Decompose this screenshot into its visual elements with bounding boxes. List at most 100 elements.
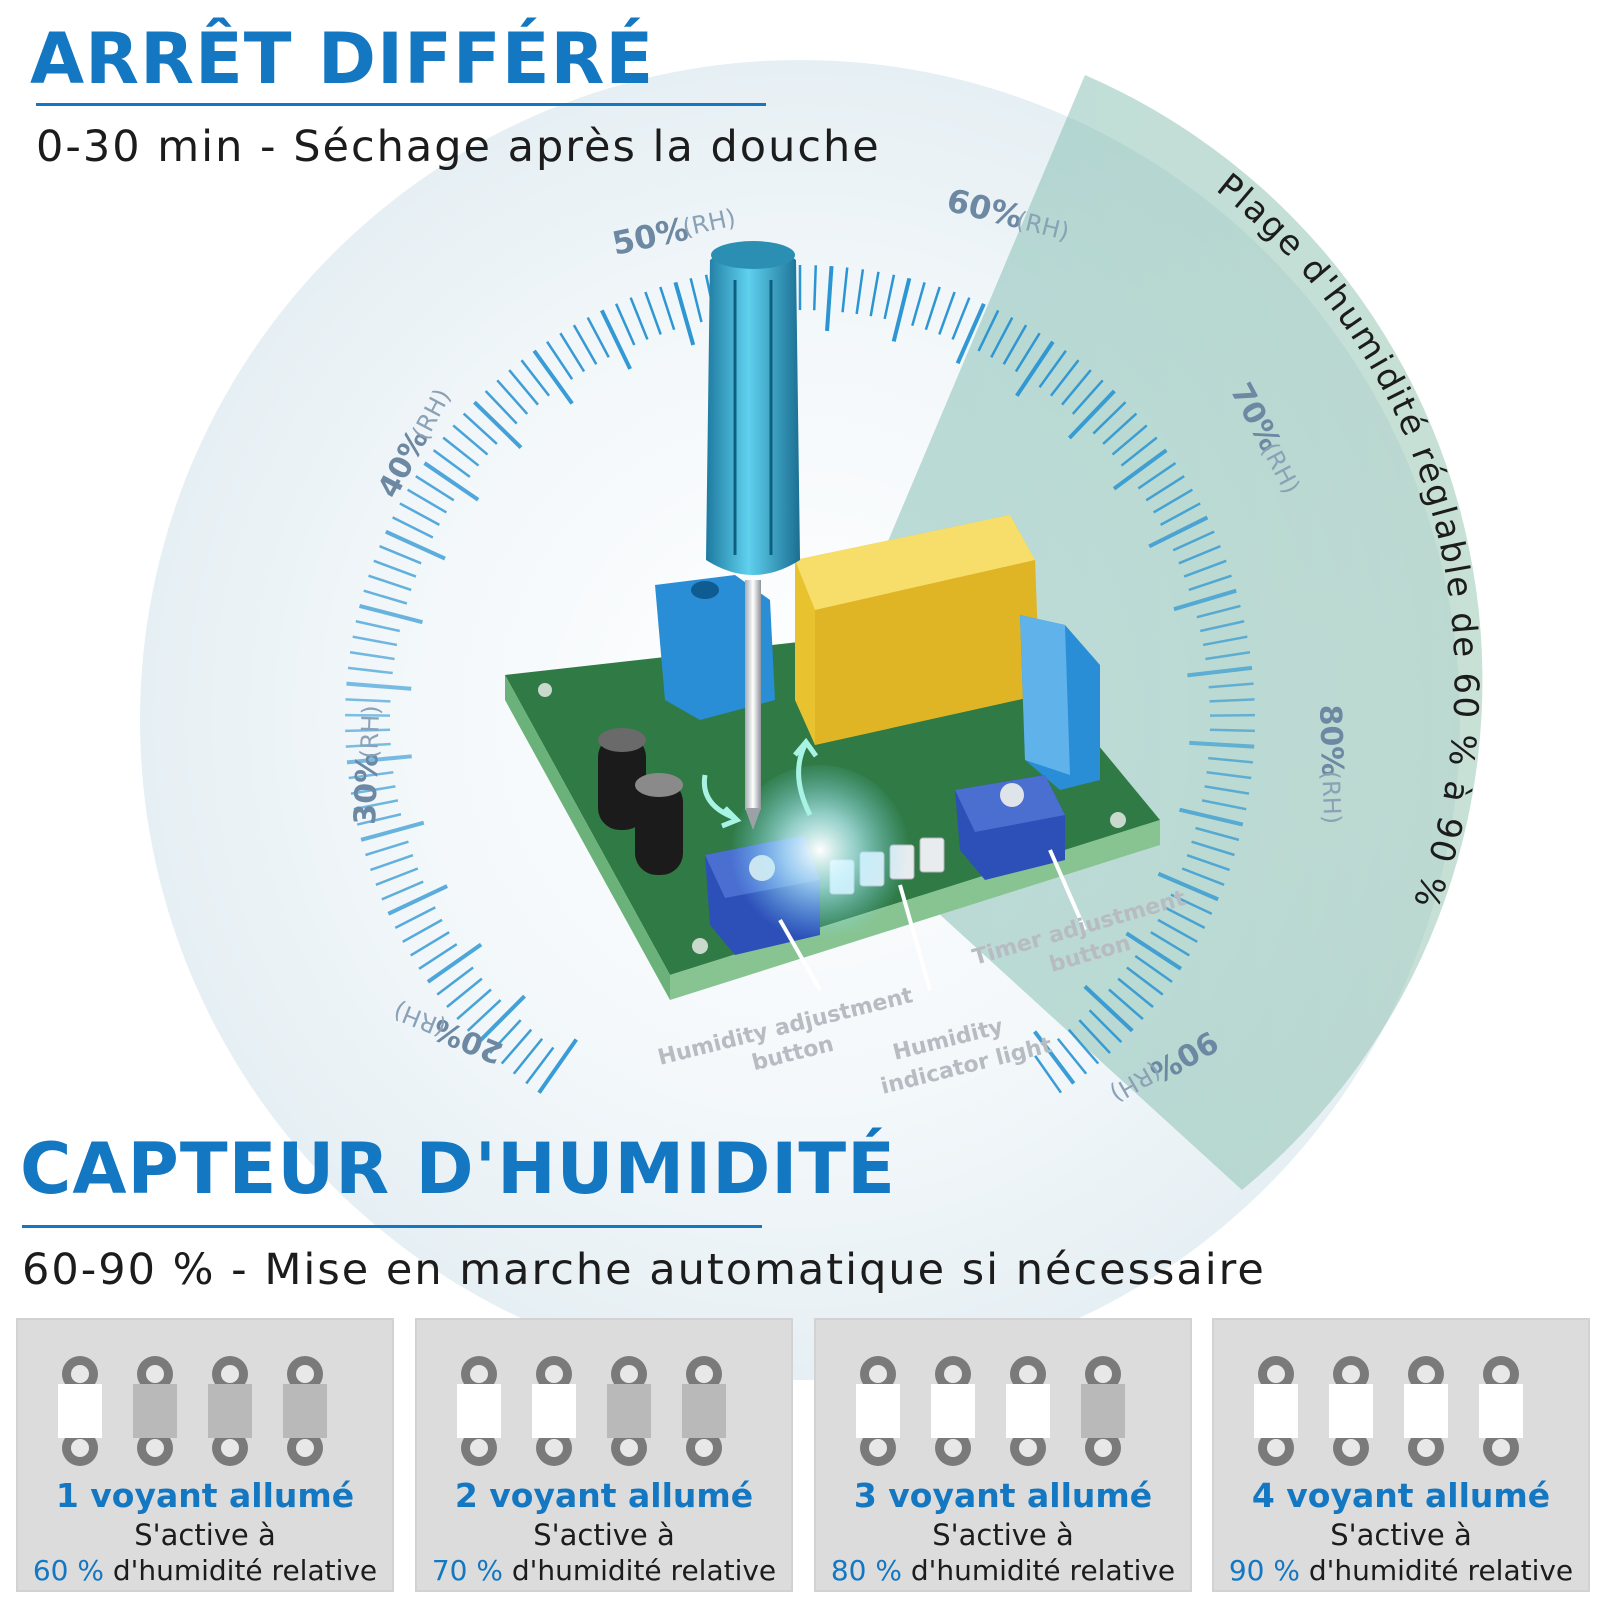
led-indicator-icon (208, 1356, 252, 1466)
range-band (880, 75, 1483, 1190)
scale-label-30: 30% (348, 752, 385, 825)
dial-tick (1092, 401, 1127, 435)
dial-tick (402, 918, 443, 943)
dial-tick (346, 681, 412, 691)
scale-unit-80: (RH) (1316, 770, 1346, 824)
dial-tick (689, 278, 703, 323)
dial-tick (489, 1019, 522, 1054)
dial-tick (990, 316, 1014, 358)
dial-tick (1145, 475, 1185, 502)
indicator-card-2: 2 voyant allumé S'active à 70 % d'humidi… (415, 1318, 793, 1592)
dial-tick (825, 265, 834, 332)
dial-tick (368, 574, 412, 592)
card-activation-text: S'active à (533, 1518, 675, 1552)
dial-tick (353, 799, 399, 811)
dial-tick (520, 359, 551, 397)
dial-tick (473, 400, 523, 449)
led-indicator-icon (457, 1356, 501, 1466)
dial-tick (1199, 620, 1245, 633)
dial-tick (1209, 698, 1255, 703)
dial-tick (1033, 1030, 1076, 1085)
dial-tick (512, 1037, 544, 1075)
dial-tick (1056, 1037, 1088, 1075)
dial-tick (379, 544, 422, 565)
dial-tick (938, 291, 956, 335)
card-activation-text: S'active à (134, 1518, 276, 1552)
dial-tick (955, 302, 986, 365)
dial-tick (1159, 502, 1201, 526)
scale-label-80: 80% (1312, 704, 1349, 777)
delay-off-title: ARRÊT DIFFÉRÉ (30, 18, 655, 100)
dial-tick (418, 943, 458, 970)
card-activation-text: S'active à (932, 1518, 1074, 1552)
dial-tick (1137, 462, 1177, 490)
dial-tick (1196, 604, 1241, 619)
dial-tick (456, 988, 492, 1021)
dial-tick (1209, 728, 1255, 733)
indicator-card-1: 1 voyant allumé S'active à 60 % d'humidi… (16, 1318, 394, 1592)
dial-tick (384, 529, 446, 561)
section-divider (22, 1225, 762, 1228)
dial-tick (977, 309, 1000, 352)
led-indicator-icon (1081, 1356, 1125, 1466)
dial-tick (356, 813, 402, 826)
dial-ticks (345, 265, 1255, 1094)
dial-tick (1170, 893, 1213, 915)
potentiometer-timer-icon (955, 775, 1065, 880)
dial-tick (673, 281, 696, 346)
dial-tick (394, 906, 436, 930)
dial-tick (360, 820, 425, 842)
led-indicator-icon (532, 1356, 576, 1466)
dial-tick (415, 475, 455, 502)
dial-tick (1173, 588, 1237, 612)
dial-tick (812, 265, 818, 311)
dial-tick (911, 282, 926, 327)
dial-tick (1150, 931, 1190, 957)
dial-tick (365, 840, 409, 857)
dial-tick (484, 390, 518, 425)
dial-tick (1157, 918, 1198, 943)
dial-tick (399, 502, 441, 526)
led-row (58, 1356, 358, 1466)
dial-tick (355, 620, 401, 633)
dial-tick (532, 349, 574, 405)
indicator-card-3: 3 voyant allumé S'active à 80 % d'humidi… (814, 1318, 1192, 1592)
card-threshold-text: 80 % d'humidité relative (816, 1554, 1190, 1587)
dial-tick (508, 369, 539, 406)
dial-tick (348, 771, 394, 780)
dial-tick (659, 286, 676, 331)
dial-tick (1120, 436, 1158, 467)
dial-tick (1125, 931, 1183, 971)
dial-tick (1038, 350, 1067, 388)
callout-arrows (778, 849, 1087, 991)
dial-tick (1152, 488, 1194, 514)
delay-off-subtitle: 0-30 min - Séchage après la douche (36, 122, 881, 172)
dial-tick (346, 754, 412, 765)
card-threshold-text: 90 % d'humidité relative (1214, 1554, 1588, 1587)
dial-tick (370, 853, 414, 872)
led-indicator-icon (283, 1356, 327, 1466)
dial-tick (1191, 840, 1235, 857)
card-threshold-percent: 90 % (1228, 1554, 1300, 1587)
led-indicator-icon (1404, 1356, 1448, 1466)
dial-tick (345, 728, 391, 733)
dial-tick (1208, 756, 1254, 764)
dial-tick (1108, 988, 1144, 1021)
card-threshold-label: d'humidité relative (901, 1554, 1176, 1587)
dial-tick (466, 999, 502, 1032)
led-indicator-icon (682, 1356, 726, 1466)
dial-tick (359, 603, 423, 625)
dial-tick (1172, 530, 1215, 552)
humidity-sensor-subtitle: 60-90 % - Mise en marche automatique si … (22, 1245, 1266, 1295)
led-indicator-icon (1006, 1356, 1050, 1466)
dial-tick (352, 635, 398, 647)
dial-tick (392, 516, 434, 539)
title-divider (36, 103, 766, 106)
dial-tick (537, 1038, 578, 1094)
dial-tick (349, 651, 395, 661)
dial-tick (1186, 853, 1230, 872)
dial-tick (1112, 448, 1168, 491)
card-threshold-text: 60 % d'humidité relative (18, 1554, 392, 1587)
dial-tick (614, 303, 636, 346)
